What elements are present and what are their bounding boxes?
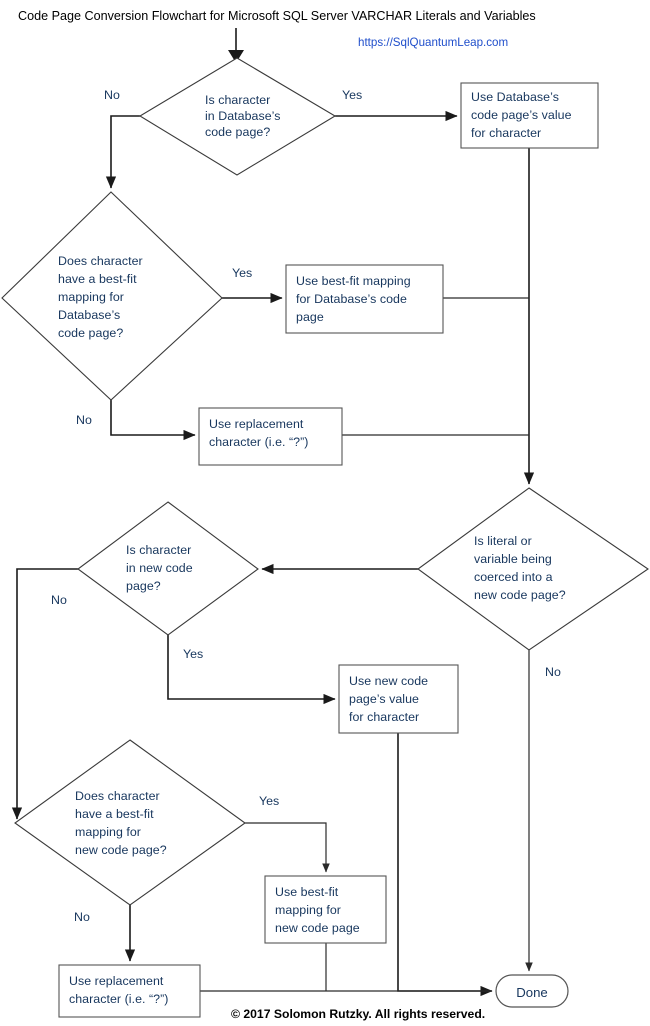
label-d2-yes: Yes xyxy=(232,266,252,280)
process-4-line-2: page’s value xyxy=(349,692,419,706)
process-1-line-2: code page’s value xyxy=(471,108,572,122)
connector-d4-no-to-d5 xyxy=(11,568,78,820)
label-d5-no: No xyxy=(74,910,90,924)
decision-2-line-1: Does character xyxy=(58,254,143,268)
connector-d5-yes-to-p5 xyxy=(245,822,330,873)
connector-d1-no-to-d2 xyxy=(105,115,140,189)
label-d5-yes: Yes xyxy=(259,794,279,808)
decision-is-character-in-new-code-page[interactable]: Is character in new code page? xyxy=(77,501,259,636)
process-1-line-1: Use Database’s xyxy=(471,90,559,104)
terminal-done-label: Done xyxy=(516,985,548,1000)
process-6-line-2: character (i.e. “?”) xyxy=(69,992,168,1006)
decision-5-line-4: new code page? xyxy=(75,843,167,857)
decision-3-line-2: variable being xyxy=(474,552,552,566)
process-use-best-fit-mapping-database[interactable]: Use best-fit mapping for Database’s code… xyxy=(285,264,444,334)
site-url-link[interactable]: https://SqlQuantumLeap.com xyxy=(358,36,508,49)
decision-1-line-2: in Database’s xyxy=(205,109,281,123)
process-3-line-2: character (i.e. “?”) xyxy=(209,435,308,449)
decision-1-line-3: code page? xyxy=(205,125,270,139)
process-5-line-2: mapping for xyxy=(275,903,341,917)
decision-2-line-4: Database’s xyxy=(58,308,120,322)
process-2-line-2: for Database’s code xyxy=(296,292,407,306)
process-3-line-1: Use replacement xyxy=(209,417,304,431)
label-d2-no: No xyxy=(76,413,92,427)
label-d1-yes: Yes xyxy=(342,88,362,102)
terminal-done[interactable]: Done xyxy=(495,974,569,1008)
label-d4-yes: Yes xyxy=(183,647,203,661)
decision-4-line-1: Is character xyxy=(126,543,191,557)
process-use-replacement-character-new[interactable]: Use replacement character (i.e. “?”) xyxy=(58,964,201,1018)
connector-p4-to-done xyxy=(397,733,493,997)
process-use-database-code-page-value[interactable]: Use Database’s code page’s value for cha… xyxy=(460,82,599,149)
copyright-notice: © 2017 Solomon Rutzky. All rights reserv… xyxy=(231,1007,485,1021)
decision-4-line-3: page? xyxy=(126,579,161,593)
process-4-line-3: for character xyxy=(349,710,419,724)
connector-d4-yes-to-p4 xyxy=(167,635,336,705)
decision-4-line-2: in new code xyxy=(126,561,193,575)
label-d1-no: No xyxy=(104,88,120,102)
process-6-line-1: Use replacement xyxy=(69,974,164,988)
decision-2-line-3: mapping for xyxy=(58,290,124,304)
decision-3-line-4: new code page? xyxy=(474,588,566,602)
connector-d2-no-to-p3 xyxy=(110,400,196,441)
start-arrow xyxy=(228,28,244,63)
decision-3-line-3: coerced into a xyxy=(474,570,553,584)
decision-5-line-3: mapping for xyxy=(75,825,141,839)
process-5-line-1: Use best-fit xyxy=(275,885,339,899)
decision-1-line-1: Is character xyxy=(205,93,270,107)
process-1-line-3: for character xyxy=(471,126,541,140)
decision-2-line-5: code page? xyxy=(58,326,123,340)
decision-best-fit-mapping-database-code-page[interactable]: Does character have a best-fit mapping f… xyxy=(1,191,223,401)
decision-5-line-1: Does character xyxy=(75,789,160,803)
label-d3-no: No xyxy=(545,665,561,679)
decision-is-character-in-database-code-page[interactable]: Is character in Database’s code page? xyxy=(138,57,337,176)
process-use-replacement-character-database[interactable]: Use replacement character (i.e. “?”) xyxy=(198,407,343,466)
decision-3-line-1: Is literal or xyxy=(474,534,532,548)
decision-2-line-2: have a best-fit xyxy=(58,272,137,286)
process-2-line-1: Use best-fit mapping xyxy=(296,274,411,288)
process-4-line-1: Use new code xyxy=(349,674,428,688)
label-d4-no: No xyxy=(51,593,67,607)
process-use-new-code-page-value[interactable]: Use new code page’s value for character xyxy=(338,664,459,734)
process-2-line-3: page xyxy=(296,310,324,324)
decision-best-fit-mapping-new-code-page[interactable]: Does character have a best-fit mapping f… xyxy=(14,739,246,906)
page-title: Code Page Conversion Flowchart for Micro… xyxy=(18,9,536,23)
process-use-best-fit-mapping-new[interactable]: Use best-fit mapping for new code page xyxy=(264,875,387,944)
decision-is-literal-coerced-new-code-page[interactable]: Is literal or variable being coerced int… xyxy=(417,487,649,651)
process-5-line-3: new code page xyxy=(275,921,360,935)
decision-5-line-2: have a best-fit xyxy=(75,807,154,821)
